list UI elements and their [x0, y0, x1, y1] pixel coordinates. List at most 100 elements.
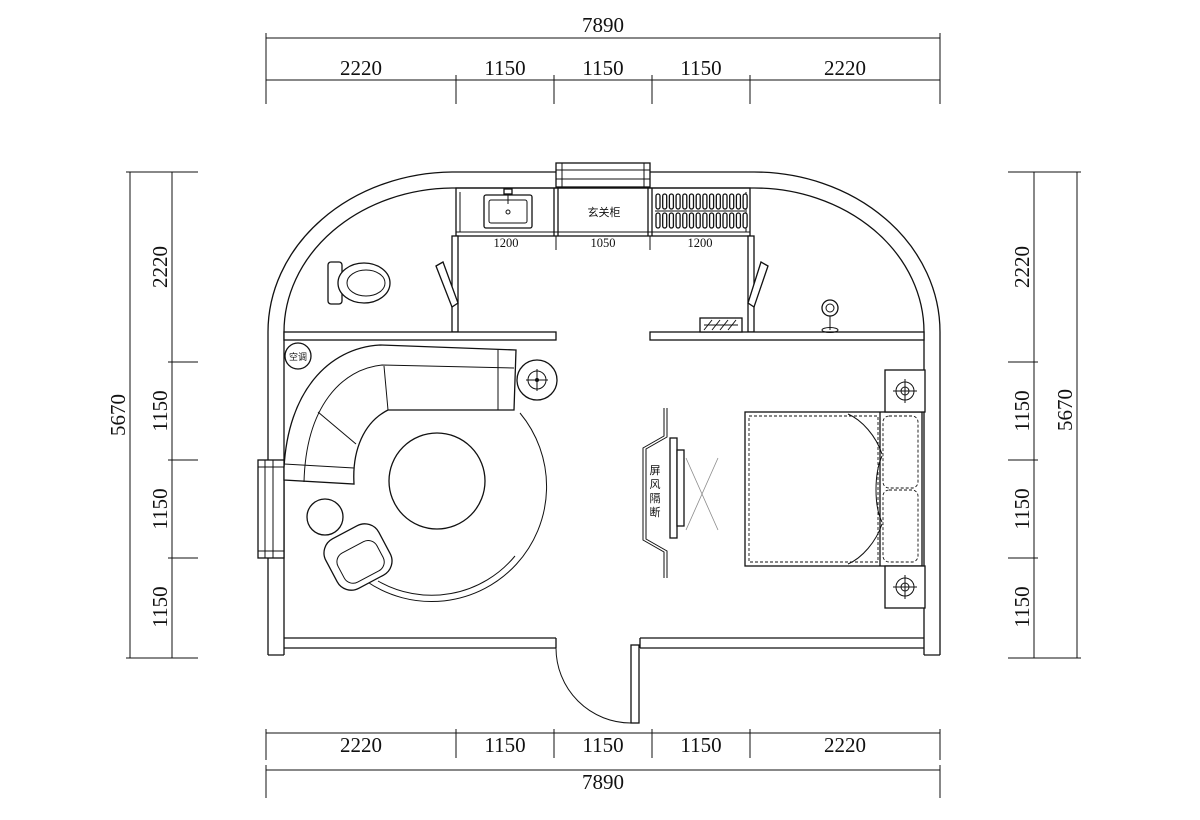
- hanger-rail: [655, 193, 748, 229]
- toilet-seat: [346, 269, 386, 297]
- wash-basin: [483, 188, 533, 229]
- hanger: [729, 212, 735, 229]
- window-glazing: [258, 460, 284, 558]
- screen-partition-char: 隔: [650, 492, 661, 505]
- lamp-center: [535, 378, 539, 382]
- dimension-left-segment: 1150: [148, 586, 172, 627]
- hanger: [688, 212, 695, 229]
- tray-hatch: [703, 319, 738, 331]
- dimension-right-overall: 5670: [1053, 389, 1077, 431]
- hanger: [702, 212, 708, 229]
- tv-view-guide: [685, 457, 719, 531]
- pillow: [882, 489, 919, 563]
- curved-sofa: [283, 344, 517, 485]
- top-window: [555, 162, 651, 188]
- mirror-icon: [821, 299, 839, 317]
- cabinet-label-separator: [555, 236, 651, 250]
- window-frame: [257, 459, 285, 559]
- dimension-left-segment: 2220: [148, 246, 172, 288]
- hanger: [688, 193, 695, 210]
- toilet-bowl: [337, 262, 391, 304]
- dimension-bottom-segment: 2220: [824, 733, 866, 757]
- nightstand-bottom: [884, 565, 926, 609]
- dimension-top-segment: 1150: [582, 56, 623, 80]
- sofa-armrest: [283, 350, 499, 469]
- sofa-backrest-line: [303, 364, 515, 483]
- hanger: [708, 212, 715, 229]
- hanger: [715, 212, 721, 229]
- hanger: [695, 212, 701, 229]
- dimension-left: 5670 2220 1150 1150 1150: [106, 171, 198, 659]
- top-cabinets: 玄关柜 1200 1050 1200: [455, 187, 751, 250]
- dimension-bottom-segment: 2220: [340, 733, 382, 757]
- hanger: [655, 193, 661, 210]
- duvet-fold: [847, 413, 883, 565]
- partition-wall-left: [451, 235, 459, 333]
- dimension-top: 7890 2220 1150 1150 1150 2220: [265, 13, 941, 104]
- lamp-cross: [893, 379, 917, 403]
- bed: [744, 411, 923, 567]
- hanger: [735, 193, 742, 210]
- hanger: [722, 193, 728, 210]
- bottom-wall-left: [284, 637, 557, 649]
- cabinet-divider: [553, 188, 653, 236]
- screen-partition-char: 风: [650, 478, 661, 491]
- nightstand-top: [884, 369, 926, 413]
- dimension-right-segment: 1150: [1010, 390, 1034, 431]
- counter-right: [649, 331, 925, 341]
- hanger: [675, 212, 681, 229]
- mattress-outline: [748, 415, 879, 563]
- lamp-cross: [893, 575, 917, 599]
- hanger: [662, 212, 668, 229]
- pillow: [882, 415, 919, 489]
- tv-screen: [676, 449, 685, 527]
- dimension-right: 2220 1150 1150 1150 5670: [1008, 171, 1081, 659]
- hanger: [708, 193, 715, 210]
- round-rug: [365, 412, 548, 603]
- window-glazing: [556, 163, 650, 187]
- cabinet-outline: [455, 187, 751, 237]
- dimension-bottom-segment: 1150: [484, 733, 525, 757]
- dimension-bottom: 2220 1150 1150 1150 2220 7890: [265, 729, 941, 798]
- floor-lamp: [516, 359, 558, 401]
- dimension-top-segment: 2220: [824, 56, 866, 80]
- air-conditioner-icon: [284, 342, 312, 370]
- round-table: [388, 432, 486, 530]
- bottom-wall-right: [639, 637, 924, 649]
- dimension-bottom-overall: 7890: [582, 770, 624, 794]
- hanger: [682, 212, 688, 229]
- hanger: [729, 193, 735, 210]
- cabinet-width-label: 1200: [494, 236, 519, 250]
- side-table: [306, 498, 344, 536]
- dimension-right-segment: 1150: [1010, 586, 1034, 627]
- chair-outline: [323, 523, 393, 591]
- entrance-door: [555, 644, 640, 724]
- sofa-cushion-seam: [317, 365, 389, 445]
- dimension-left-segment: 1150: [148, 390, 172, 431]
- mirror-base: [821, 327, 839, 333]
- cabinet-width-label: 1200: [688, 236, 713, 250]
- tray: [699, 317, 743, 333]
- hanger: [695, 193, 701, 210]
- dimension-left-overall: 5670: [106, 394, 130, 436]
- window-frame: [555, 162, 651, 188]
- partition-wall-right: [747, 235, 755, 333]
- entry-cabinet-label: 玄关柜: [588, 205, 621, 219]
- interior-partitions: [283, 235, 925, 341]
- door-swing-arc: [555, 647, 632, 724]
- hanger: [722, 212, 728, 229]
- cabinet-width-label: 1050: [591, 236, 616, 250]
- hanger: [715, 193, 721, 210]
- screen-partition-label: 屏风隔断: [650, 464, 661, 519]
- hanger: [668, 212, 675, 229]
- faucet-icon: [503, 188, 513, 195]
- folding-door-right: [747, 261, 769, 309]
- screen-partition-char: 断: [650, 505, 661, 519]
- door-leaf: [630, 644, 640, 724]
- tv-stand: [669, 437, 678, 539]
- rug-edge: [365, 412, 548, 603]
- hanger: [735, 212, 742, 229]
- screen-partition-char: 屏: [650, 464, 661, 477]
- dimension-top-segment: 1150: [680, 56, 721, 80]
- tv: [669, 437, 719, 539]
